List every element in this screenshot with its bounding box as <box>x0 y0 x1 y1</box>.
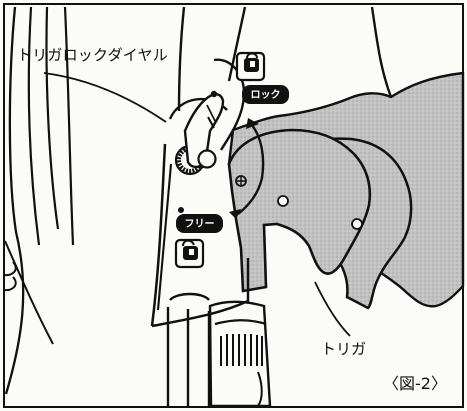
left-rib-2 <box>27 6 41 246</box>
padlock-locked-hole <box>250 61 255 67</box>
padlock-locked-shackle <box>246 52 258 59</box>
lower-left-cap <box>169 292 210 301</box>
left-guard-inner-line <box>156 163 173 311</box>
center-top-line <box>227 6 247 82</box>
trigger-label: トリガ <box>321 340 367 358</box>
lower-cylinder <box>208 300 272 408</box>
free-badge-text: フリー <box>185 218 215 230</box>
figure-number: 〈図-2〉 <box>383 374 447 393</box>
padlock-unlocked-shackle <box>182 239 195 247</box>
small-circle-mark <box>235 175 247 187</box>
small-cross-mark <box>237 177 245 185</box>
dial-leader-line <box>43 72 167 123</box>
cylinder-shadow-curve <box>257 371 263 407</box>
trigger-body <box>227 128 372 293</box>
trigger-pin-left <box>277 195 289 207</box>
left-guard-line <box>150 143 167 327</box>
left-slot-2 <box>4 276 17 292</box>
bottom-dot-marker <box>178 207 184 213</box>
lock-badge-text: ロック <box>251 89 281 101</box>
dial-pointer-ridge <box>206 104 216 122</box>
rotation-arrow-top <box>246 118 259 129</box>
free-badge <box>176 214 223 233</box>
left-rib-3 <box>45 6 60 230</box>
top-dot-marker <box>210 90 218 98</box>
right-top-line <box>370 6 393 98</box>
left-lower-curve <box>4 240 54 345</box>
padlock-unlocked-hole <box>189 249 194 255</box>
lock-badge <box>242 85 289 104</box>
left-rib-1 <box>4 6 25 395</box>
lower-cylinder-ring <box>214 319 267 326</box>
dial-label: トリガロックダイヤル <box>17 46 168 64</box>
left-slot-1 <box>4 261 17 277</box>
lower-guard-line <box>151 258 250 328</box>
rotation-arrow-bottom <box>229 209 241 219</box>
rotation-arrow-path <box>237 123 265 215</box>
dial-center <box>197 149 217 169</box>
dial-pointer-line <box>207 116 215 129</box>
trigger-pin-right <box>351 218 363 230</box>
trigger-leader-line <box>314 281 351 337</box>
left-rib-4 <box>63 6 75 246</box>
left-top-line <box>177 6 186 112</box>
